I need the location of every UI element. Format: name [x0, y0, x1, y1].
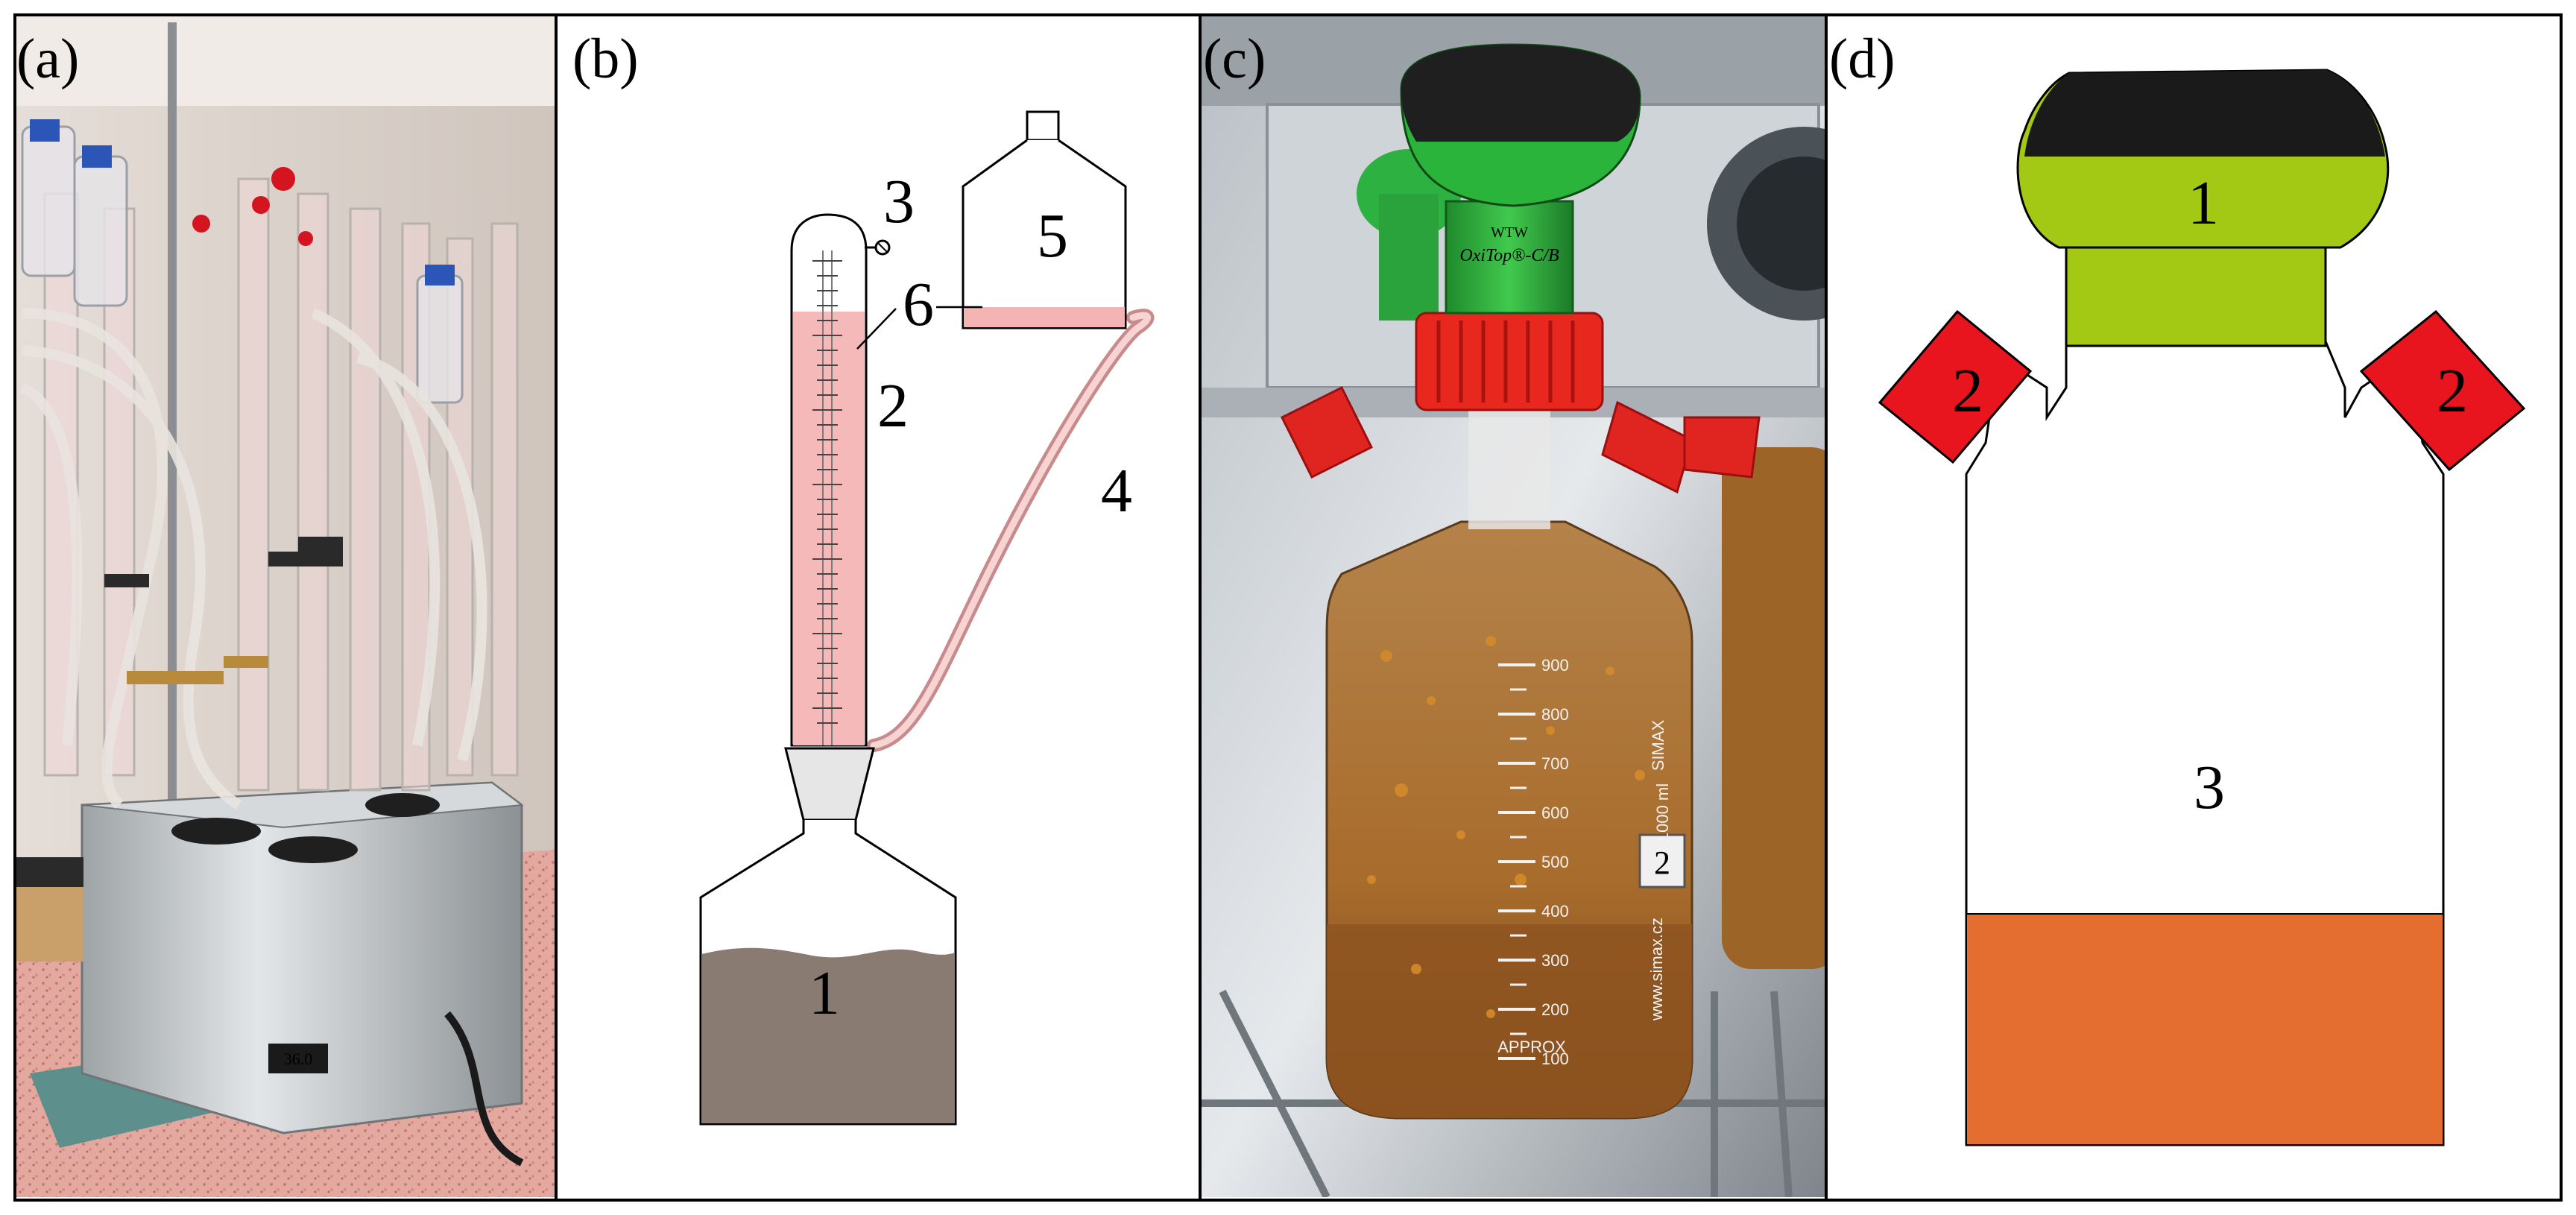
graduation-label: 800 [1541, 705, 1569, 724]
head-model: OxiTop®-C/B [1459, 246, 1559, 265]
sample-bottle-1 [699, 820, 957, 1126]
head-brand: WTW [1491, 224, 1528, 241]
callout-3: 3 [883, 167, 915, 236]
sample-liquid [1967, 914, 2443, 1144]
panel-d-label: (d) [1829, 28, 1895, 90]
leader-6-column [856, 308, 897, 350]
callout-4: 4 [1101, 456, 1132, 526]
callout-3: 3 [2194, 753, 2225, 822]
callout-1: 1 [809, 959, 840, 1028]
side-cap-2-left [1878, 309, 2033, 464]
panel-d-schematic: 1 2 2 3 [1878, 69, 2526, 1146]
callout-2: 2 [877, 371, 909, 441]
side-cap-2-right [2359, 309, 2526, 472]
bottle-url: www.simax.cz [1647, 918, 1666, 1021]
graduation-label: 100 [1541, 1050, 1569, 1068]
panel-b-schematic: 1 2 3 4 5 6 [699, 110, 1155, 1126]
graduation-label: 200 [1541, 1000, 1569, 1019]
graduation-label: 300 [1541, 951, 1569, 970]
bottle-number: 2 [1654, 845, 1670, 881]
graduation-label: 500 [1541, 853, 1569, 871]
column-graduations [812, 260, 842, 724]
callout-5: 5 [1037, 201, 1068, 271]
measuring-head-1 [2016, 69, 2390, 347]
graduation-label: 700 [1541, 754, 1569, 773]
sludge [701, 947, 955, 1123]
bottle-graduations: 900 800 700 600 500 400 300 200 100 [1498, 656, 1569, 1068]
callout-2-left: 2 [1952, 356, 1983, 426]
reservoir-5 [962, 110, 1127, 329]
callout-6: 6 [903, 270, 934, 339]
approx-label: APPROX [1497, 1038, 1566, 1056]
callout-2-right: 2 [2437, 356, 2468, 426]
panel-a-photo: 36.0 [16, 16, 555, 1197]
graduation-label: 600 [1541, 804, 1569, 822]
svg-text:36.0: 36.0 [284, 1050, 313, 1068]
panel-a-label: (a) [16, 28, 79, 90]
graduation-label: 400 [1541, 902, 1569, 921]
gas-column-2 [790, 213, 891, 747]
callout-1: 1 [2188, 168, 2219, 238]
bottle-volume: 1000 ml [1653, 783, 1672, 842]
graduation-label: 900 [1541, 656, 1569, 675]
panel-b-label: (b) [572, 28, 639, 90]
panel-c-photo: WTW OxiTop®-C/B 900 800 700 600 500 400 300 200… [1202, 16, 1825, 1197]
bottle-number-box [1638, 833, 1686, 889]
reservoir-liquid [964, 307, 1125, 327]
panel-c-label: (c) [1203, 28, 1266, 90]
bottle-brand: SIMAX [1649, 719, 1667, 771]
